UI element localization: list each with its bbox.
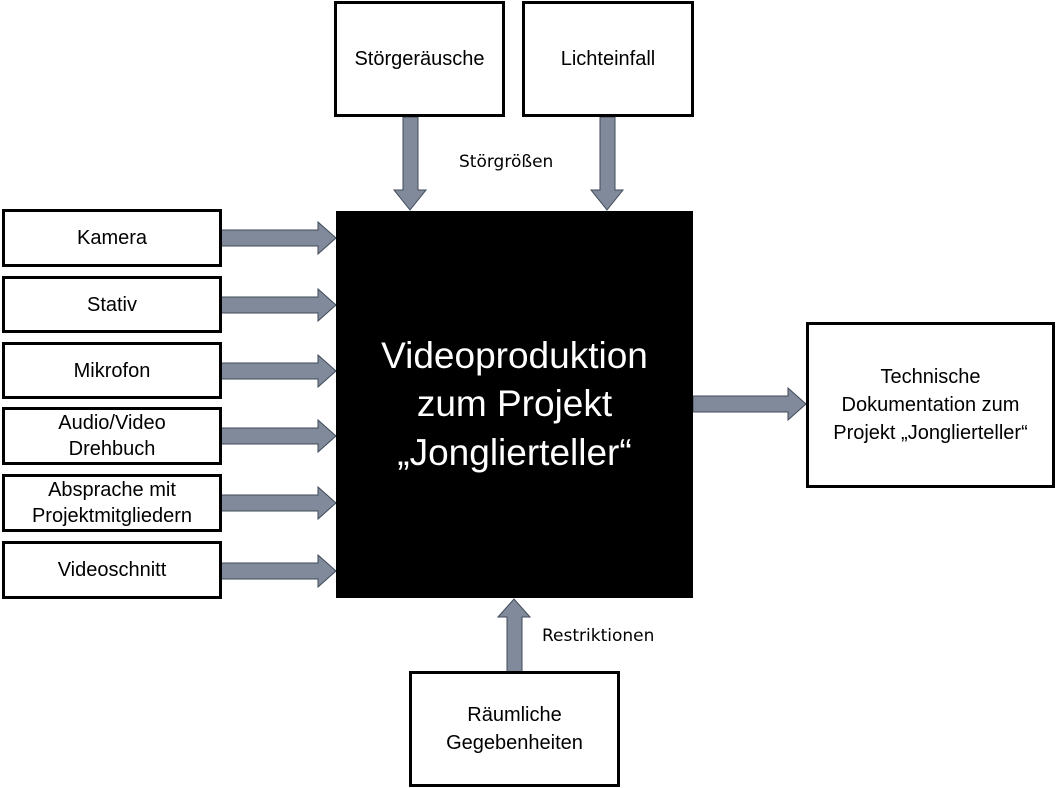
input-box-kamera: Kamera — [2, 209, 222, 267]
arrow-kamera — [210, 220, 337, 256]
input-label-mikrofon: Mikrofon — [73, 359, 151, 382]
restriction-label-raeumlich: Räumliche Gegebenheiten — [446, 704, 583, 754]
arrow-mikrofon — [210, 353, 337, 389]
arrow-stoergeraeusche — [392, 116, 428, 211]
input-box-absprache: Absprache mit Projektmitgliedern — [2, 474, 222, 532]
output-label: Technische Dokumentation zum Projekt „Jo… — [833, 366, 1028, 444]
restrictions-caption: Restriktionen — [542, 626, 655, 646]
process-box: Videoproduktion zum Projekt „Jongliertel… — [336, 211, 693, 598]
arrow-lichteinfall — [589, 116, 625, 211]
disturbance-label-stoergeraeusche: Störgeräusche — [354, 48, 485, 70]
input-label-kamera: Kamera — [76, 227, 148, 249]
disturbance-label-lichteinfall: Lichteinfall — [560, 48, 656, 70]
arrow-stativ — [210, 287, 337, 323]
process-label: Videoproduktion zum Projekt „Jongliertel… — [381, 335, 648, 473]
disturbance-box-stoergeraeusche: Störgeräusche — [334, 1, 505, 117]
input-label-absprache: Absprache mit Projektmitgliedern — [31, 479, 193, 527]
input-label-drehbuch: Audio/Video Drehbuch — [58, 412, 166, 460]
arrow-absprache — [210, 485, 337, 521]
input-label-videoschnitt: Videoschnitt — [57, 559, 167, 581]
input-box-videoschnitt: Videoschnitt — [2, 541, 222, 599]
disturbances-caption: Störgrößen — [459, 152, 554, 172]
output-box: Technische Dokumentation zum Projekt „Jo… — [806, 322, 1055, 488]
arrow-drehbuch — [210, 418, 337, 454]
input-label-stativ: Stativ — [86, 293, 138, 316]
input-box-stativ: Stativ — [2, 276, 222, 333]
arrow-videoschnitt — [210, 553, 337, 589]
arrow-output — [692, 386, 807, 422]
arrow-restriktionen — [496, 598, 532, 673]
disturbance-box-lichteinfall: Lichteinfall — [522, 1, 694, 117]
restriction-box-raeumlich: Räumliche Gegebenheiten — [409, 671, 620, 787]
input-box-mikrofon: Mikrofon — [2, 342, 222, 399]
input-box-drehbuch: Audio/Video Drehbuch — [2, 407, 222, 465]
